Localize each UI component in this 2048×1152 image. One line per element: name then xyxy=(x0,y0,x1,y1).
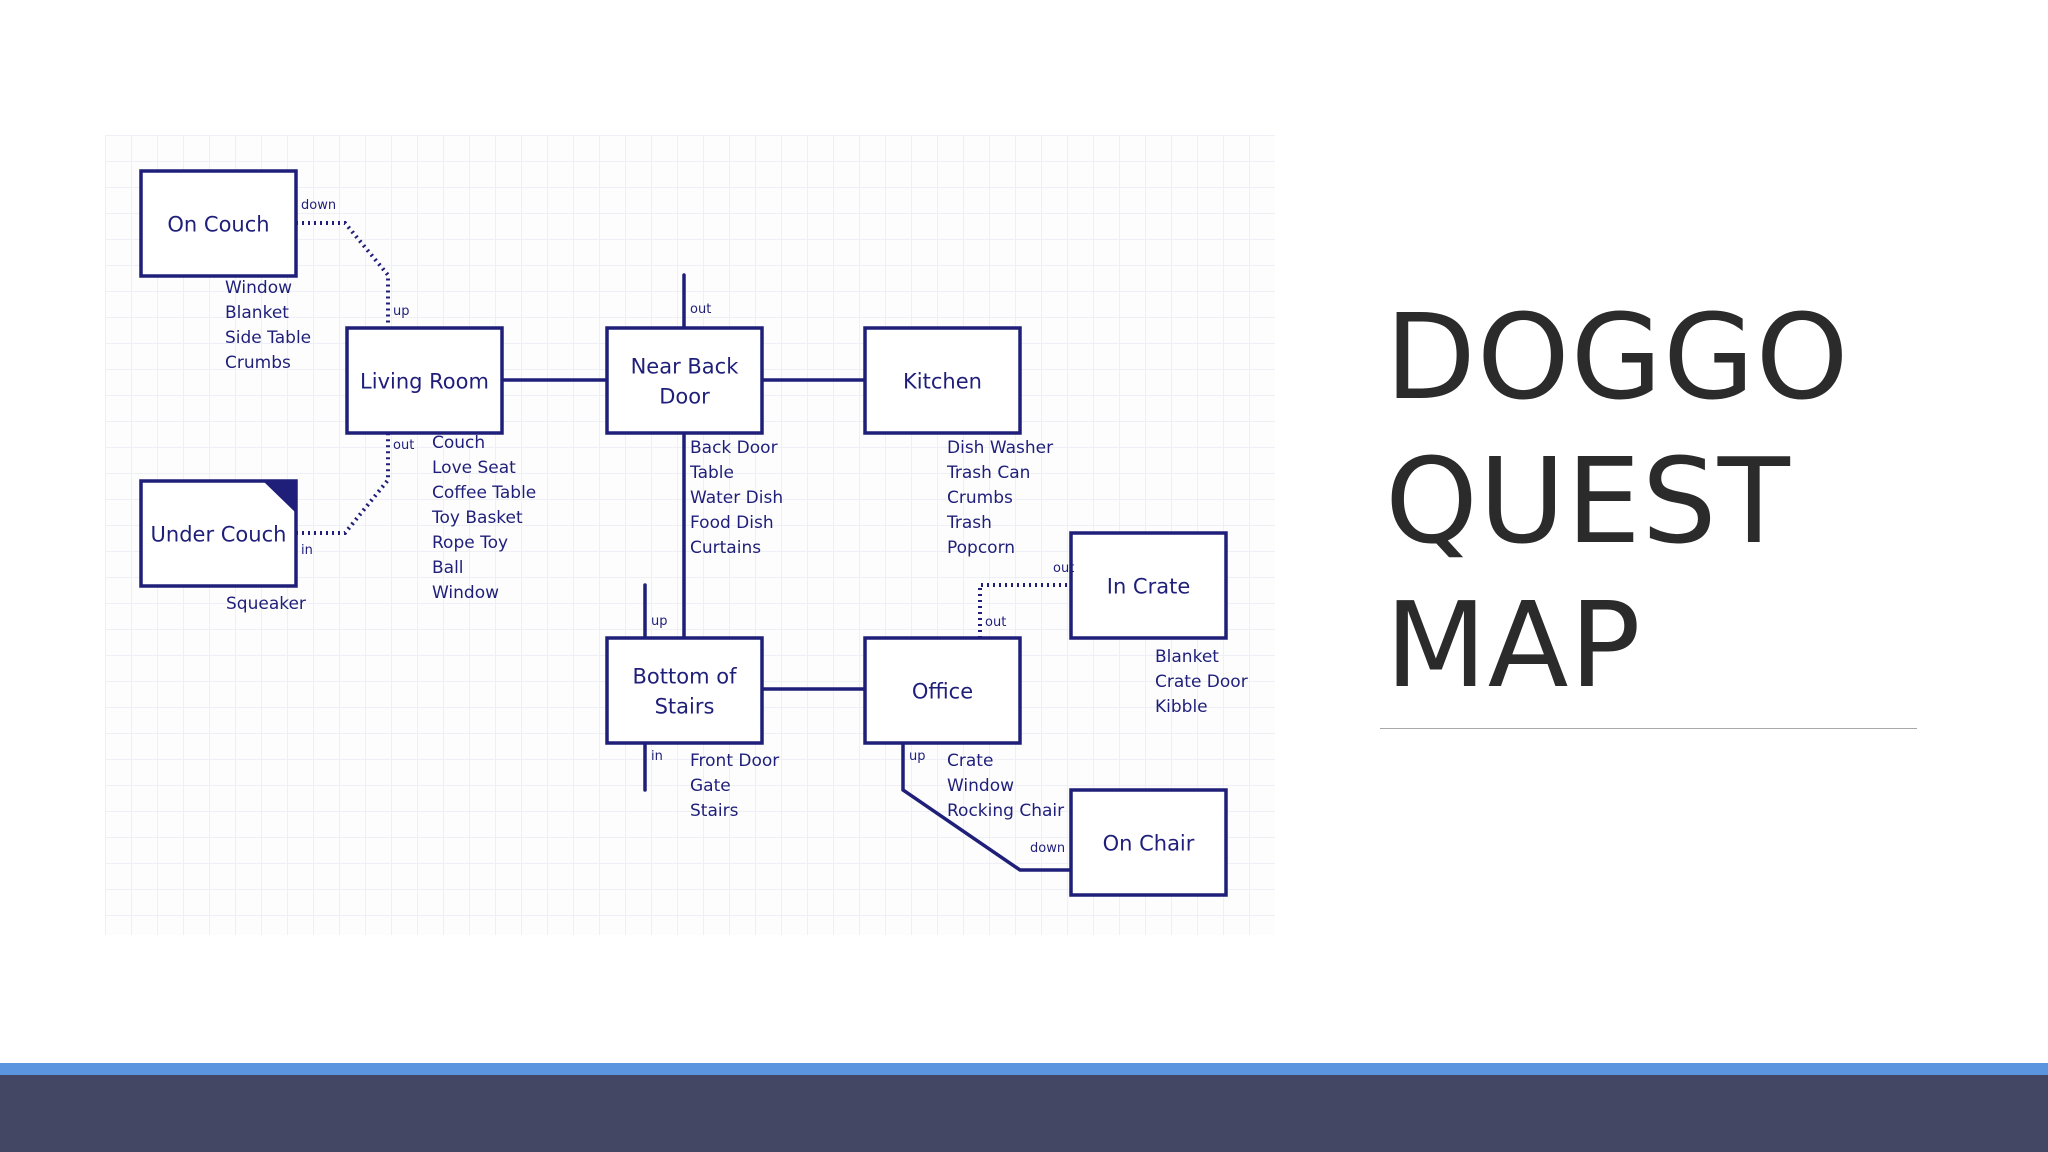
room-label-living-room: Living Room xyxy=(360,370,489,394)
room-box-bottom-of-stairs xyxy=(605,636,764,745)
room-box-kitchen xyxy=(863,326,1022,435)
room-item-living-room: Rope Toy xyxy=(432,533,508,553)
room-item-on-couch: Window xyxy=(225,278,292,298)
room-item-on-couch: Side Table xyxy=(225,328,311,348)
room-item-kitchen: Popcorn xyxy=(947,538,1015,558)
folded-corner-icon xyxy=(263,481,296,513)
room-item-kitchen: Crumbs xyxy=(947,488,1013,508)
accent-band xyxy=(0,1063,2048,1075)
direction-label-down: down xyxy=(1030,841,1065,856)
room-label-kitchen: Kitchen xyxy=(903,370,982,394)
room-box-near-back-door xyxy=(605,326,764,435)
room-item-kitchen: Dish Washer xyxy=(947,438,1053,458)
direction-label-out: out xyxy=(393,438,414,453)
room-box-in-crate xyxy=(1069,531,1228,640)
room-item-living-room: Toy Basket xyxy=(431,508,523,528)
room-item-bottom-of-stairs: Front Door xyxy=(690,751,779,771)
room-item-kitchen: Trash Can xyxy=(946,463,1030,483)
room-item-near-back-door: Food Dish xyxy=(690,513,774,533)
room-label-on-chair: On Chair xyxy=(1103,832,1195,856)
room-item-near-back-door: Table xyxy=(689,463,734,483)
connector-office-crate xyxy=(978,583,1071,638)
room-item-on-couch: Crumbs xyxy=(225,353,291,373)
room-item-near-back-door: Back Door xyxy=(690,438,778,458)
direction-label-in: in xyxy=(651,749,663,764)
connector-office-onchair xyxy=(901,741,1073,872)
room-item-in-crate: Blanket xyxy=(1155,647,1219,667)
room-item-living-room: Ball xyxy=(432,558,464,578)
connector-undercouch-living xyxy=(296,433,390,535)
footer-band xyxy=(0,1075,2048,1152)
room-item-in-crate: Crate Door xyxy=(1155,672,1248,692)
room-item-office: Rocking Chair xyxy=(947,801,1064,821)
room-label-on-couch: On Couch xyxy=(167,213,269,237)
room-box-on-couch xyxy=(139,169,298,278)
room-item-near-back-door: Water Dish xyxy=(690,488,783,508)
title-underline xyxy=(1380,728,1917,729)
room-label-bottom-of-stairs: Bottom of xyxy=(633,665,738,689)
room-item-kitchen: Trash xyxy=(946,513,992,533)
room-item-living-room: Couch xyxy=(432,433,485,453)
room-item-living-room: Window xyxy=(432,583,499,603)
room-item-office: Crate xyxy=(947,751,993,771)
room-item-office: Window xyxy=(947,776,1014,796)
room-box-office xyxy=(863,636,1022,745)
room-label-bottom-of-stairs: Stairs xyxy=(655,695,715,719)
direction-label-out: out xyxy=(985,615,1006,630)
room-item-on-couch: Blanket xyxy=(225,303,289,323)
room-item-near-back-door: Curtains xyxy=(690,538,761,558)
direction-label-up: up xyxy=(393,304,410,319)
room-box-on-chair xyxy=(1069,788,1228,897)
direction-label-out: out xyxy=(1053,561,1074,576)
room-box-under-couch xyxy=(139,479,298,588)
slide-title: DOGGO QUEST MAP xyxy=(1385,288,1850,714)
room-label-office: Office xyxy=(912,680,973,704)
direction-label-out: out xyxy=(690,302,711,317)
room-item-under-couch: Squeaker xyxy=(226,594,306,614)
room-item-in-crate: Kibble xyxy=(1155,697,1208,717)
direction-label-up: up xyxy=(909,749,926,764)
room-label-under-couch: Under Couch xyxy=(151,523,287,547)
direction-label-up: up xyxy=(651,614,668,629)
room-item-bottom-of-stairs: Gate xyxy=(690,776,731,796)
room-label-near-back-door: Near Back xyxy=(631,355,740,379)
direction-label-in: in xyxy=(301,543,313,558)
room-item-living-room: Love Seat xyxy=(432,458,516,478)
connector-oncouch-living xyxy=(296,221,390,328)
room-label-in-crate: In Crate xyxy=(1107,575,1191,599)
room-item-living-room: Coffee Table xyxy=(432,483,536,503)
room-label-near-back-door: Door xyxy=(659,385,710,409)
direction-label-down: down xyxy=(301,198,336,213)
room-box-living-room xyxy=(345,326,504,435)
room-item-bottom-of-stairs: Stairs xyxy=(690,801,739,821)
